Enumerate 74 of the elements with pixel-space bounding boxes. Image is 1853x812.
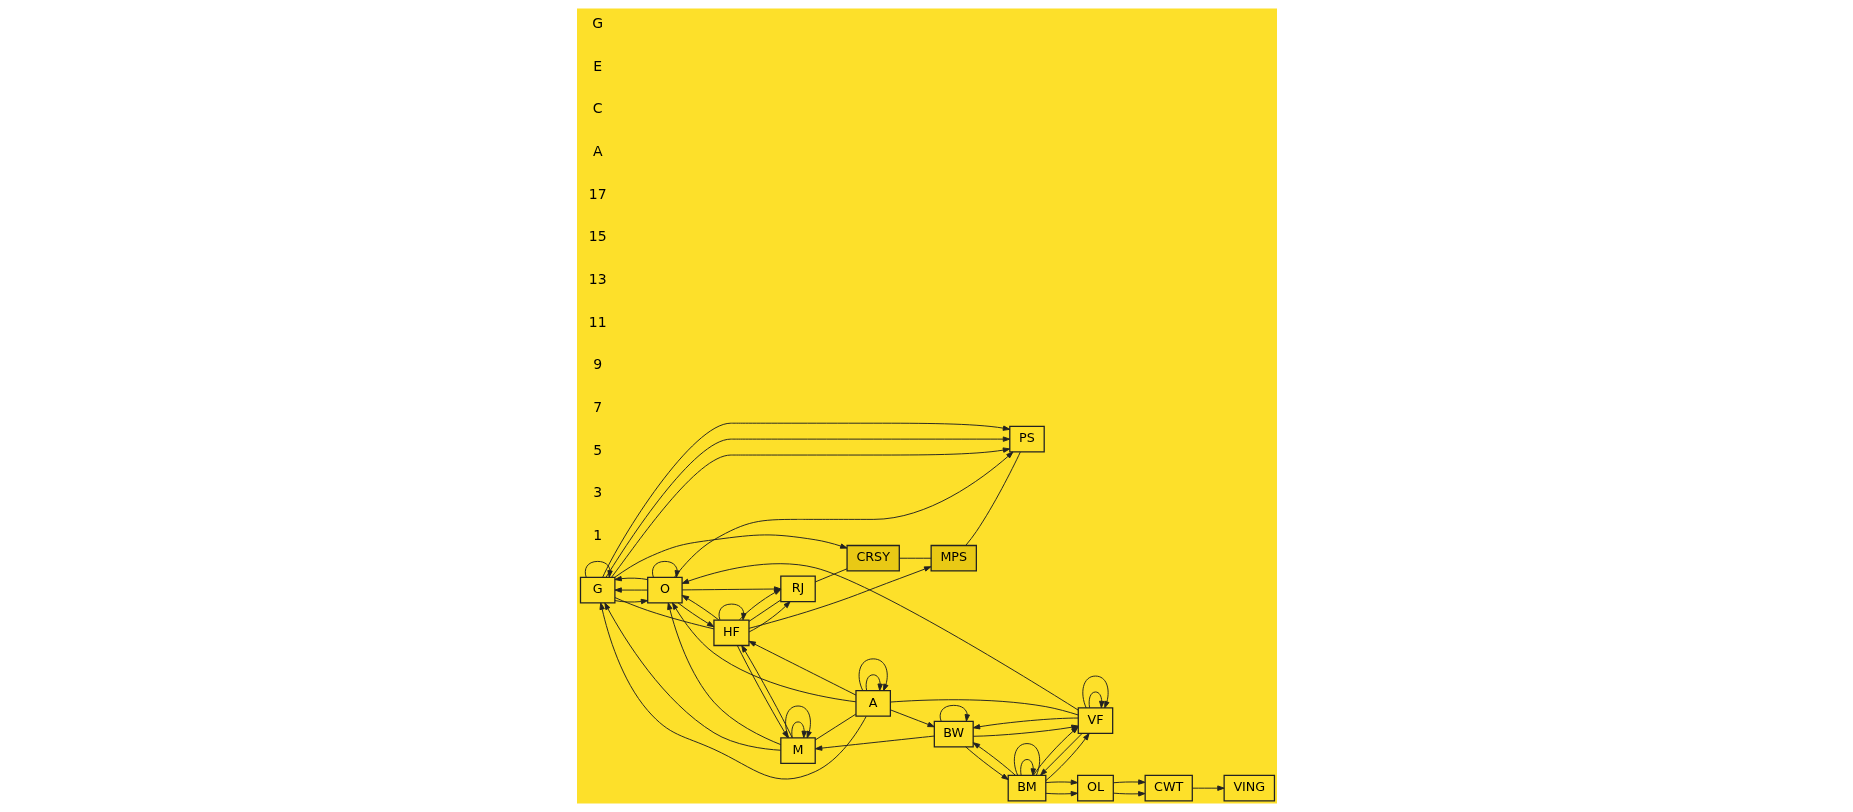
arrow <box>666 602 781 746</box>
arrow <box>1112 779 1145 785</box>
arrow <box>748 566 931 629</box>
arrow <box>718 603 746 621</box>
arrow <box>1191 785 1225 791</box>
arrow <box>858 658 888 692</box>
connector <box>814 713 856 741</box>
arrow <box>1081 675 1109 709</box>
node-box: RJ <box>779 575 816 603</box>
connector <box>898 557 932 559</box>
arrow <box>681 563 1079 711</box>
node-box: VING <box>1223 774 1275 802</box>
node-box: CWT <box>1144 774 1193 802</box>
connector <box>964 451 1021 546</box>
connector <box>1013 743 1040 776</box>
arrow <box>603 602 781 751</box>
arrow <box>814 735 935 751</box>
arrow <box>681 586 781 592</box>
arrow <box>748 601 791 633</box>
node-box: VF <box>1077 707 1113 735</box>
node-box: G <box>579 576 616 604</box>
node-box: A <box>854 690 891 717</box>
arrow <box>1088 691 1104 709</box>
connector <box>889 699 1079 716</box>
label: 3 <box>592 484 602 501</box>
label: 15 <box>588 228 607 245</box>
arrow <box>681 595 719 621</box>
label: 13 <box>588 271 607 288</box>
label: A <box>592 143 602 160</box>
arrow <box>671 602 856 703</box>
arrow <box>677 602 714 628</box>
arrow <box>790 721 807 739</box>
node-box: HF <box>712 619 750 647</box>
arrow <box>972 742 1016 776</box>
node-box: OL <box>1076 774 1114 802</box>
label: C <box>592 100 603 117</box>
node-box: O <box>646 576 683 604</box>
label: 9 <box>592 356 602 373</box>
label: 5 <box>592 441 602 458</box>
arrow <box>889 709 935 728</box>
arrow <box>748 640 856 696</box>
arrow <box>784 705 812 739</box>
arrow <box>673 451 1013 578</box>
label: G <box>591 15 603 32</box>
arrow <box>939 704 970 722</box>
arrow <box>1039 732 1083 776</box>
arrow <box>614 575 648 582</box>
label: 1 <box>592 527 602 544</box>
arrow <box>599 602 867 780</box>
arrow <box>964 746 1009 781</box>
arrow <box>613 534 847 578</box>
node-box: PS <box>1008 425 1045 453</box>
arrow <box>651 560 680 578</box>
arrow <box>1044 790 1078 797</box>
label: E <box>592 57 602 74</box>
arrow <box>1112 791 1145 797</box>
node-box: BM <box>1007 774 1046 802</box>
connector <box>748 599 781 622</box>
label: 7 <box>592 399 602 416</box>
node-box: BW <box>933 720 974 748</box>
arrow <box>1044 779 1078 785</box>
label: 11 <box>588 313 607 330</box>
arrow <box>614 587 648 593</box>
node-box: CRSY <box>845 544 900 572</box>
connector <box>814 568 847 583</box>
arrow <box>614 598 648 605</box>
arrow <box>865 674 883 691</box>
node-box: MPS <box>930 544 977 572</box>
arrow <box>584 560 613 578</box>
connector <box>614 597 714 630</box>
arrow <box>1044 733 1090 782</box>
node-box: M <box>779 737 816 764</box>
arrow <box>1019 759 1036 776</box>
label: 17 <box>588 185 607 202</box>
